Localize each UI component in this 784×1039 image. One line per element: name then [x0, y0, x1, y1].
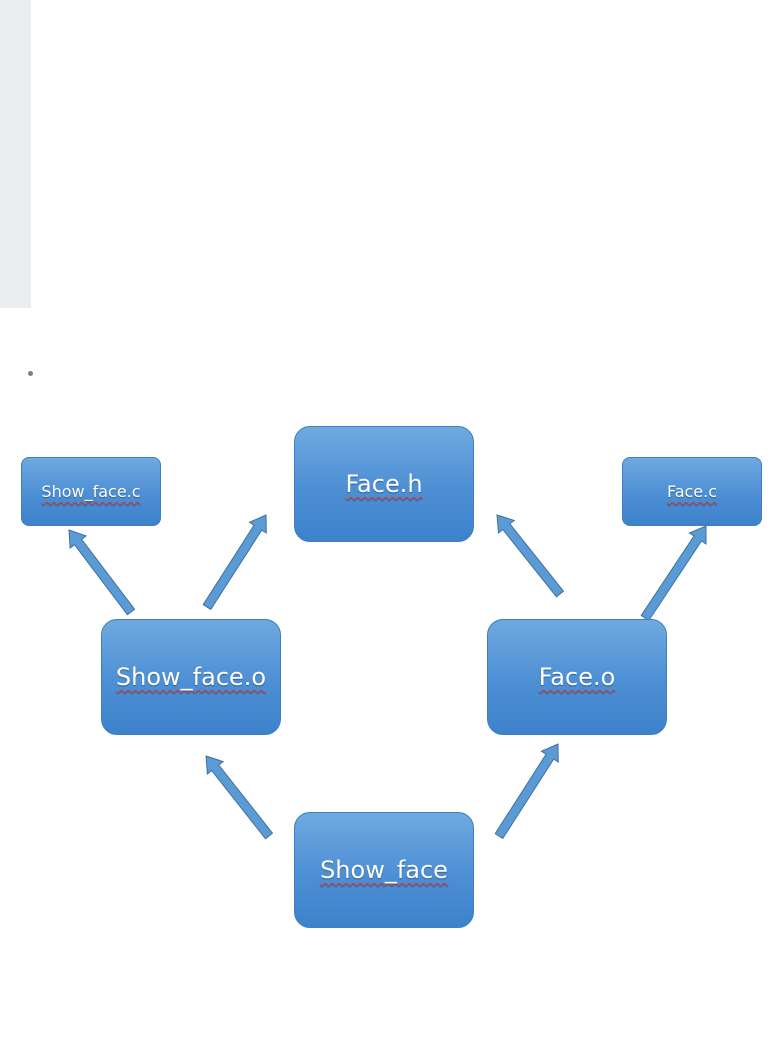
- arrow-face-o-to-face-h: [497, 515, 564, 597]
- node-show-face-o: Show_face.o: [101, 619, 281, 735]
- node-face-c: Face.c: [622, 457, 762, 526]
- node-show-face: Show_face: [294, 812, 474, 928]
- node-show-face-c-label: Show_face.c: [41, 482, 140, 501]
- arrow-show-face-o-to-face-h: [203, 515, 266, 609]
- node-face-o: Face.o: [487, 619, 667, 735]
- arrow-show-face-to-face-o: [495, 744, 558, 838]
- node-show-face-label: Show_face: [320, 856, 448, 884]
- node-face-h-label: Face.h: [345, 470, 422, 498]
- node-show-face-o-label: Show_face.o: [116, 663, 266, 691]
- node-face-c-label: Face.c: [667, 482, 717, 501]
- arrow-show-face-to-show-face-o: [206, 756, 273, 839]
- arrow-show-face-o-to-show-face-c: [69, 530, 135, 615]
- node-show-face-c: Show_face.c: [21, 457, 161, 526]
- arrow-face-o-to-face-c: [641, 526, 706, 621]
- node-face-h: Face.h: [294, 426, 474, 542]
- node-face-o-label: Face.o: [539, 663, 616, 691]
